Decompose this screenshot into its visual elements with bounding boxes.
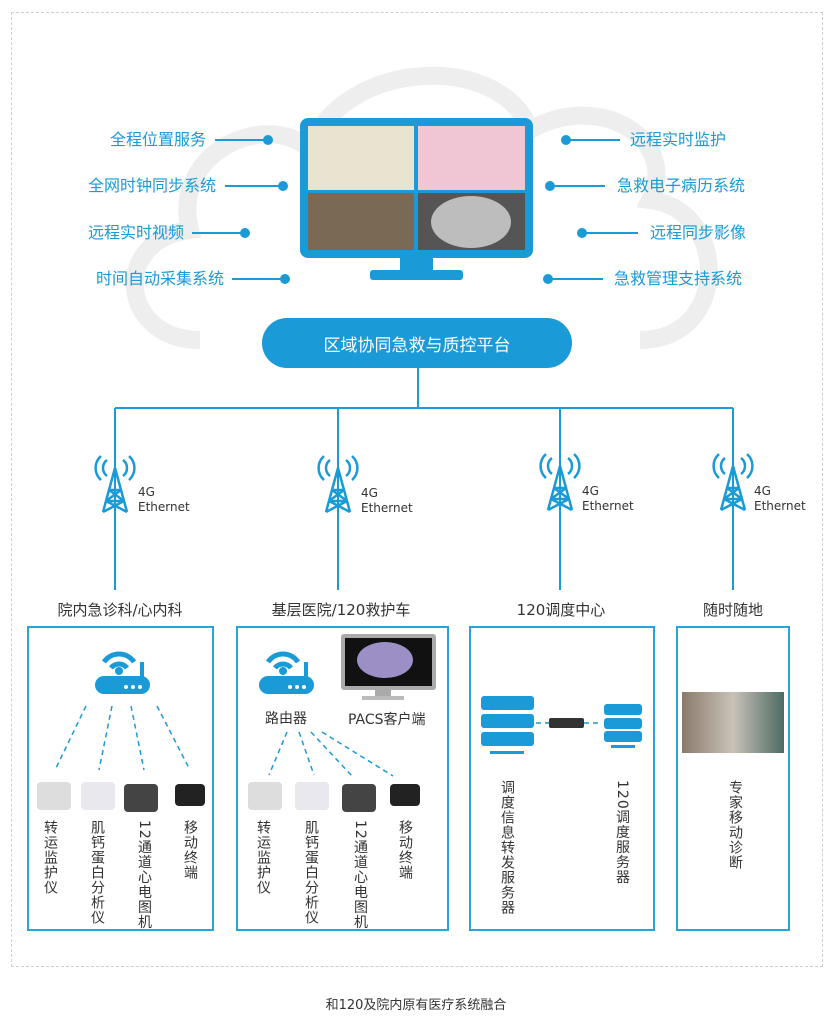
- router-icons: [95, 651, 314, 694]
- platform-badge: 区域协同急救与质控平台: [262, 318, 572, 368]
- group-box-hospital: [27, 626, 214, 931]
- feature-left-2: 全网时钟同步系统: [87, 176, 216, 195]
- device-label: 移动终端: [182, 820, 198, 880]
- monitor-icon: [300, 118, 533, 280]
- feature-left-4: 时间自动采集系统: [95, 269, 224, 288]
- server-icons: [481, 696, 642, 754]
- troponin-analyzer-icon: [295, 782, 329, 810]
- mobile-terminal-icon: [390, 784, 420, 806]
- ecg-machine-icon: [342, 784, 376, 812]
- pacs-monitor-icon: [341, 634, 436, 700]
- device-label: 12通道心电图机: [352, 820, 368, 930]
- cloud-icon: [125, 66, 718, 349]
- feature-right-2: 急救电子病历系统: [617, 176, 746, 195]
- mobile-terminal-icon: [175, 784, 205, 806]
- feature-right-4: 急救管理支持系统: [614, 269, 743, 288]
- group-box-clinic: [236, 626, 449, 931]
- pacs-label: PACS客户端: [348, 712, 426, 728]
- group-box-anywhere: [676, 626, 790, 931]
- device-label: 12通道心电图机: [136, 820, 152, 930]
- tower-icons: [94, 453, 754, 514]
- caption: 和120及院内原有医疗系统融合: [325, 998, 507, 1013]
- wireless-links: [55, 705, 601, 777]
- feature-left-3: 远程实时视频: [87, 223, 184, 242]
- feature-left-1: 全程位置服务: [109, 130, 206, 149]
- item-label: 专家移动诊断: [727, 780, 743, 870]
- ecg-machine-icon: [124, 784, 158, 812]
- device-label: 转运监护仪: [42, 820, 58, 895]
- group-title-hospital: 院内急诊科/心内科: [57, 601, 183, 619]
- server-label: 调度信息转发服务器: [499, 780, 515, 915]
- server-label: 120调度服务器: [614, 780, 630, 885]
- device-label: 肌钙蛋白分析仪: [303, 820, 319, 925]
- device-label: 转运监护仪: [255, 820, 271, 895]
- device-label: 移动终端: [397, 820, 413, 880]
- feature-right-1: 远程实时监护: [630, 130, 727, 149]
- feature-right-3: 远程同步影像: [650, 223, 747, 242]
- device-label: 肌钙蛋白分析仪: [89, 820, 105, 925]
- transport-monitor-icon: [37, 782, 71, 810]
- dashed-frame: [11, 12, 823, 967]
- group-title-anywhere: 随时随地: [702, 601, 764, 619]
- transport-monitor-icon: [248, 782, 282, 810]
- group-box-dispatch: [469, 626, 655, 931]
- group-title-clinic: 基层医院/120救护车: [271, 601, 411, 619]
- router-label: 路由器: [265, 711, 307, 727]
- group-title-dispatch: 120调度中心: [516, 601, 606, 619]
- troponin-analyzer-icon: [81, 782, 115, 810]
- mobile-diagnosis-photo: [682, 692, 784, 753]
